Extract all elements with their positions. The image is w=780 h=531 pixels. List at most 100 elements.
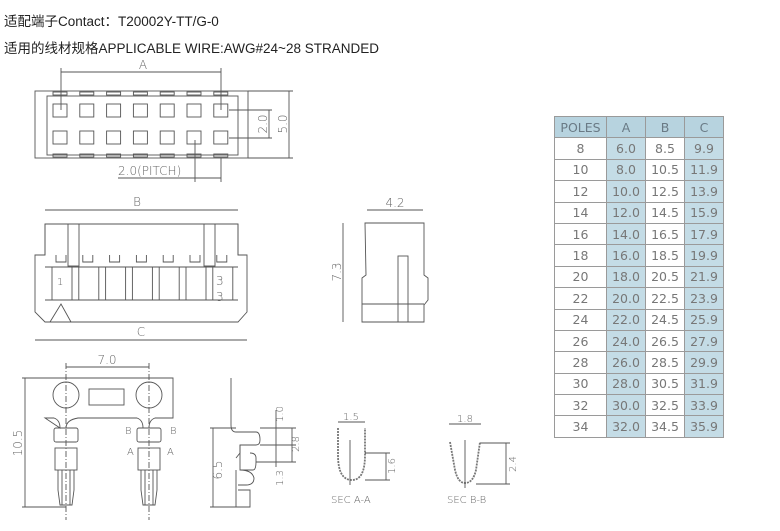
contact-cavity (79, 103, 95, 118)
cell-a: 20.0 (606, 287, 646, 310)
latch-slot (79, 91, 95, 96)
cell-a: 22.0 (606, 308, 646, 331)
pin-3-label-lower: 3 (216, 290, 224, 304)
header-a: A (606, 115, 646, 139)
latch-slot (186, 91, 202, 96)
terminal-side-view: 6.5 1.0 2.8 1.3 (210, 378, 302, 508)
cell-c: 11.9 (684, 158, 724, 182)
top-view: A 2.0 5.0 2.0(PITCH) (34, 58, 293, 182)
header-b: B (645, 115, 685, 139)
contact-cavity (159, 130, 175, 145)
contact-cavity (186, 103, 202, 118)
table-header-row: POLES A B C (554, 115, 724, 139)
contact-window (51, 266, 73, 301)
dim-side-terminal-length: 6.5 (211, 460, 225, 479)
cell-c: 17.9 (684, 222, 724, 246)
slot-tab (216, 255, 228, 263)
contact-cavity (52, 130, 68, 145)
contact-window (158, 266, 180, 301)
dim-b-label: B (133, 195, 141, 209)
cell-a: 28.0 (606, 372, 646, 396)
cell-a: 6.0 (606, 137, 646, 160)
cell-poles: 16 (554, 222, 607, 246)
cell-a: 24.0 (606, 329, 646, 353)
slot-tab (109, 255, 121, 263)
cell-b: 14.5 (645, 201, 685, 224)
section-a-a: 1.5 1.6 SEC A-A (331, 412, 398, 506)
latch-slot (213, 153, 229, 158)
cell-b: 22.5 (645, 287, 685, 310)
dim-a-label: A (139, 58, 147, 72)
cell-c: 29.9 (684, 351, 724, 374)
slot-tab (55, 255, 67, 263)
contact-cavity (159, 103, 175, 118)
contact-tip (57, 470, 75, 506)
contact-cavity (213, 130, 229, 145)
contact-spec: 适配端子Contact：T20002Y-TT/G-0 (4, 14, 219, 29)
cell-c: 25.9 (684, 308, 724, 331)
contact-cavity (132, 130, 148, 145)
cell-b: 20.5 (645, 265, 685, 289)
sec-b-label: SEC B-B (447, 495, 486, 506)
slot-tab (82, 255, 94, 263)
cell-b: 32.5 (645, 394, 685, 417)
cell-poles: 26 (554, 329, 607, 353)
sec-b-height: 2.4 (508, 456, 519, 472)
cell-poles: 22 (554, 287, 607, 310)
pin-3-label: 3 (216, 274, 224, 288)
cell-c: 21.9 (684, 265, 724, 289)
dim-low: 1.3 (275, 470, 286, 486)
sec-b-width: 1.8 (457, 414, 473, 425)
cell-c: 27.9 (684, 329, 724, 353)
side-view: 4.2 7.3 (330, 196, 429, 323)
latch-slot (79, 153, 95, 158)
latch-slot (132, 153, 148, 158)
cell-a: 8.0 (606, 158, 646, 182)
slot-tab (189, 255, 201, 263)
dim-top: 1.0 (275, 406, 286, 422)
front-view: B C 1 3 3 (34, 195, 248, 341)
cell-poles: 10 (554, 158, 607, 182)
sec-a-label: SEC A-A (331, 495, 371, 506)
cell-c: 31.9 (684, 372, 724, 396)
section-mark-a-right: A (167, 447, 174, 458)
cell-a: 32.0 (606, 415, 646, 438)
cell-b: 18.5 (645, 244, 685, 267)
latch-slot (186, 153, 202, 158)
cell-poles: 34 (554, 415, 607, 438)
cell-c: 15.9 (684, 201, 724, 224)
latch-slot (159, 153, 175, 158)
dim-pitch: 2.0(PITCH) (118, 164, 181, 178)
cell-c: 35.9 (684, 415, 724, 438)
cell-c: 33.9 (684, 394, 724, 417)
cell-c: 23.9 (684, 287, 724, 310)
sec-a-height: 1.6 (387, 458, 398, 474)
latch-slot (159, 91, 175, 96)
slot-tab (162, 255, 174, 263)
header-c: C (684, 115, 724, 139)
cell-b: 34.5 (645, 415, 685, 438)
cell-a: 12.0 (606, 201, 646, 224)
section-mark-b-right: B (170, 426, 177, 437)
dim-terminal-length: 10.5 (11, 430, 25, 457)
latch-slot (132, 91, 148, 96)
wire-spec: 适用的线材规格APPLICABLE WIRE:AWG#24~28 STRANDE… (4, 41, 379, 56)
cell-poles: 28 (554, 351, 607, 374)
pin-1-label: 1 (57, 277, 63, 288)
cell-b: 8.5 (645, 137, 685, 160)
latch-slot (106, 91, 122, 96)
contact-window (105, 266, 127, 301)
cell-b: 12.5 (645, 180, 685, 203)
